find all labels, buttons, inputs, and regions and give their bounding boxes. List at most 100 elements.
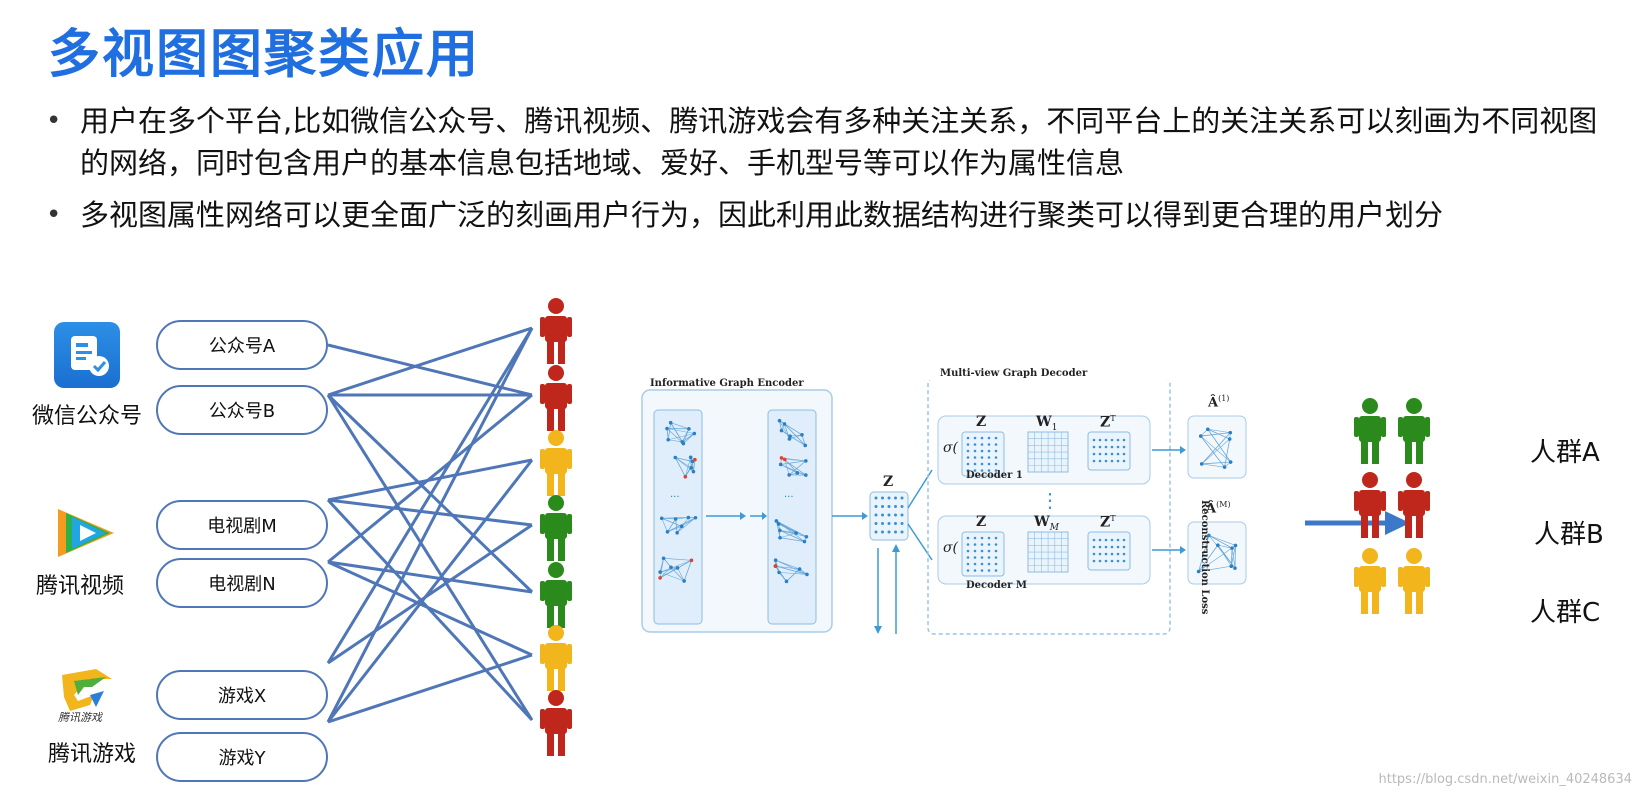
z-matrix-dot — [980, 549, 984, 553]
zt-matrix-dot — [1098, 552, 1102, 556]
z-matrix-dot — [987, 469, 991, 472]
bipartite-edge — [326, 327, 534, 664]
z-matrix-dot — [987, 449, 991, 453]
z-matrix-dot — [973, 443, 977, 446]
node-pill: 游戏Y — [156, 732, 328, 782]
zt-matrix-dot — [1104, 452, 1108, 456]
zt-matrix-dot — [1092, 452, 1096, 456]
user-person-icon — [540, 430, 572, 496]
zt-matrix-dot — [1098, 538, 1102, 542]
z-matrix-dot — [900, 530, 904, 534]
z-matrix-dot — [994, 536, 998, 540]
decoder1-sigma: σ( — [943, 440, 959, 456]
zt-matrix-dot — [1098, 545, 1102, 549]
tencent-video-icon — [52, 505, 118, 561]
z-matrix-dot — [966, 436, 970, 440]
mini-graph — [658, 556, 694, 583]
tencent-games-logo-text: 腾讯游戏 — [58, 711, 102, 724]
z-matrix-dot — [994, 562, 998, 566]
group-label-a: 人群A — [1530, 438, 1600, 468]
zt-matrix-dot — [1092, 545, 1096, 549]
model-diagram: ······ — [640, 368, 1290, 640]
z-matrix-dot — [887, 496, 891, 500]
zt-matrix-dot — [1098, 438, 1102, 442]
zt-matrix-dot — [1092, 438, 1096, 442]
decoder-title: Multi-view Graph Decoder — [940, 368, 1088, 379]
z-matrix-dot — [966, 556, 970, 559]
z-matrix-dot — [987, 436, 991, 440]
decoderM-w-label: WM — [1034, 514, 1059, 533]
z-matrix-dot — [994, 549, 998, 553]
page-title: 多视图图聚类应用 — [48, 25, 481, 85]
z-matrix-dot — [973, 562, 977, 566]
z-matrix-dot — [973, 436, 977, 440]
z-matrix-dot — [966, 562, 970, 566]
z-matrix-dot — [966, 536, 970, 540]
zt-matrix-dot — [1110, 545, 1114, 549]
z-matrix-dot — [994, 456, 998, 459]
bipartite-edge — [327, 498, 533, 527]
z-label: Z — [883, 474, 894, 490]
zt-matrix-dot — [1110, 452, 1114, 456]
user-person-icon — [540, 690, 572, 756]
user-person-icon — [540, 562, 572, 628]
z-matrix-dot — [973, 556, 977, 559]
zt-matrix-dot — [1116, 538, 1120, 542]
mini-graph — [665, 420, 697, 446]
user-column — [540, 298, 572, 756]
z-matrix-dot — [881, 496, 884, 500]
encoder-dots: ··· — [784, 492, 794, 503]
zt-matrix-dot — [1116, 438, 1120, 442]
zt-matrix-dot — [1122, 438, 1126, 442]
z-matrix-dot — [973, 462, 977, 466]
platform-label-games: 腾讯游戏 — [48, 742, 137, 767]
z-matrix-dot — [987, 569, 991, 572]
z-matrix-dot — [900, 522, 904, 525]
user-person-icon — [1398, 472, 1430, 538]
zt-matrix-dot — [1104, 552, 1108, 556]
z-matrix-dot — [973, 536, 977, 540]
z-matrix-dot — [994, 449, 998, 453]
bullet-list: 用户在多个平台,比如微信公众号、腾讯视频、腾讯游戏会有多种关注关系，不同平台上的… — [46, 100, 1626, 246]
am-label: Â(M) — [1206, 500, 1231, 517]
zt-matrix-dot — [1116, 452, 1120, 456]
z-matrix-dot — [881, 522, 884, 525]
z-matrix-dot — [994, 569, 998, 572]
decoder1-z-label: Z — [976, 414, 987, 430]
z-matrix-dot — [966, 456, 970, 459]
z-matrix-dot — [980, 556, 984, 559]
z-matrix-dot — [973, 549, 977, 553]
decoder1-zt-label: ZT — [1100, 414, 1116, 431]
group-people — [1354, 398, 1430, 614]
z-matrix-dot — [980, 462, 984, 466]
watermark: https://blog.csdn.net/weixin_40248634 — [1378, 772, 1632, 787]
decoder1-w-label: W1 — [1036, 414, 1058, 433]
bipartite-edge — [327, 393, 533, 564]
bullet-item: 用户在多个平台,比如微信公众号、腾讯视频、腾讯游戏会有多种关注关系，不同平台上的… — [46, 100, 1626, 184]
bipartite-edge — [326, 394, 534, 721]
bipartite-edge — [327, 326, 533, 397]
z-matrix-dot — [973, 543, 977, 546]
z-matrix-dot — [987, 549, 991, 553]
z-matrix-dot — [887, 505, 891, 508]
mini-graph — [1196, 533, 1238, 574]
zt-matrix-dot — [1092, 459, 1096, 463]
z-matrix-dot — [966, 469, 970, 472]
zt-matrix-dot — [1104, 438, 1108, 442]
z-matrix-dot — [980, 562, 984, 566]
decoder-ellipsis: ⋮ — [1040, 488, 1060, 512]
z-matrix-dot — [881, 530, 884, 534]
z-matrix-dot — [881, 513, 884, 517]
node-pill: 电视剧N — [156, 558, 328, 608]
z-matrix-dot — [980, 436, 984, 440]
bipartite-edge — [327, 523, 533, 665]
zt-matrix-dot — [1122, 545, 1126, 549]
bipartite-edge — [327, 343, 533, 397]
user-person-icon — [540, 298, 572, 364]
zt-matrix-dot — [1116, 459, 1120, 463]
z-matrix-dot — [874, 496, 878, 500]
z-matrix-dot — [900, 496, 904, 500]
zt-matrix-dot — [1122, 552, 1126, 556]
user-person-icon — [540, 365, 572, 431]
zt-matrix-dot — [1116, 545, 1120, 549]
